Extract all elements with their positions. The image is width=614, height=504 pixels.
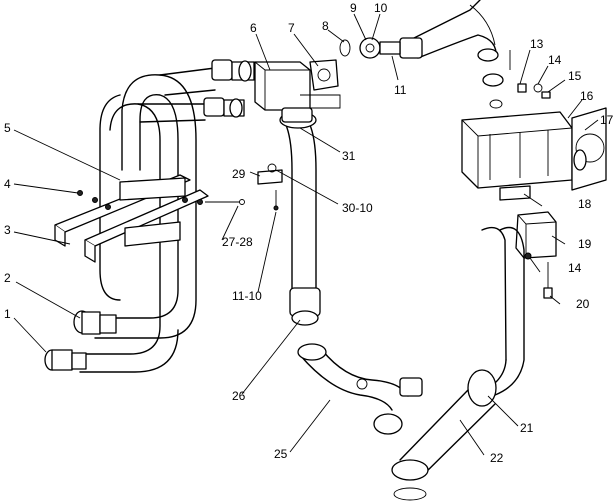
callout-9: 9 (350, 1, 357, 15)
callout-22: 22 (490, 451, 504, 465)
callout-20: 20 (576, 297, 590, 311)
callout-25: 25 (274, 447, 288, 461)
callout-6: 6 (250, 21, 257, 35)
callout-13: 13 (530, 37, 544, 51)
callout-14-upper: 14 (548, 53, 562, 67)
callout-21: 21 (520, 421, 534, 435)
hose-fitting-1 (44, 349, 87, 371)
callout-10: 10 (374, 1, 388, 15)
callout-16: 16 (580, 89, 594, 103)
fasteners-13-15 (482, 50, 551, 109)
callout-8: 8 (322, 19, 329, 33)
flange-9-10 (339, 37, 401, 59)
upper-hose-connectors (203, 59, 255, 118)
leader-lines (13, 13, 599, 456)
bracket-29 (257, 163, 283, 211)
central-hose (279, 107, 321, 326)
callout-11: 11 (394, 83, 407, 97)
flange-7 (300, 59, 341, 109)
hose-fitting-2 (73, 310, 117, 335)
right-return-pipe (391, 226, 525, 501)
callout-7: 7 (288, 21, 295, 35)
callout-5: 5 (4, 121, 11, 135)
gasket-18 (499, 185, 531, 201)
callout-3: 3 (4, 223, 11, 237)
callout-29: 29 (232, 167, 246, 181)
clamp-bracket-assembly (54, 174, 245, 263)
callout-4: 4 (4, 177, 11, 191)
pump-unit (461, 107, 607, 191)
callout-1: 1 (4, 307, 11, 321)
callout-11-10: 11-10 (232, 289, 262, 303)
callout-19: 19 (578, 237, 592, 251)
callout-2: 2 (4, 271, 11, 285)
callout-30-10: 30-10 (342, 201, 373, 215)
manifold-block (254, 61, 311, 111)
callout-27-28: 27-28 (222, 235, 253, 249)
callout-14-lower: 14 (568, 261, 582, 275)
callout-17: 17 (600, 113, 614, 127)
upper-right-pipe (399, 0, 499, 62)
lower-hose-25 (297, 343, 423, 435)
elbow-block-19 (515, 211, 557, 299)
callout-31: 31 (342, 149, 356, 163)
callout-15: 15 (568, 69, 582, 83)
callout-18: 18 (578, 197, 592, 211)
callout-26: 26 (232, 389, 246, 403)
left-pipe-loop (79, 67, 216, 373)
callout-labels: 1 2 3 4 5 6 7 8 9 10 11 13 14 15 16 17 1… (4, 1, 614, 465)
